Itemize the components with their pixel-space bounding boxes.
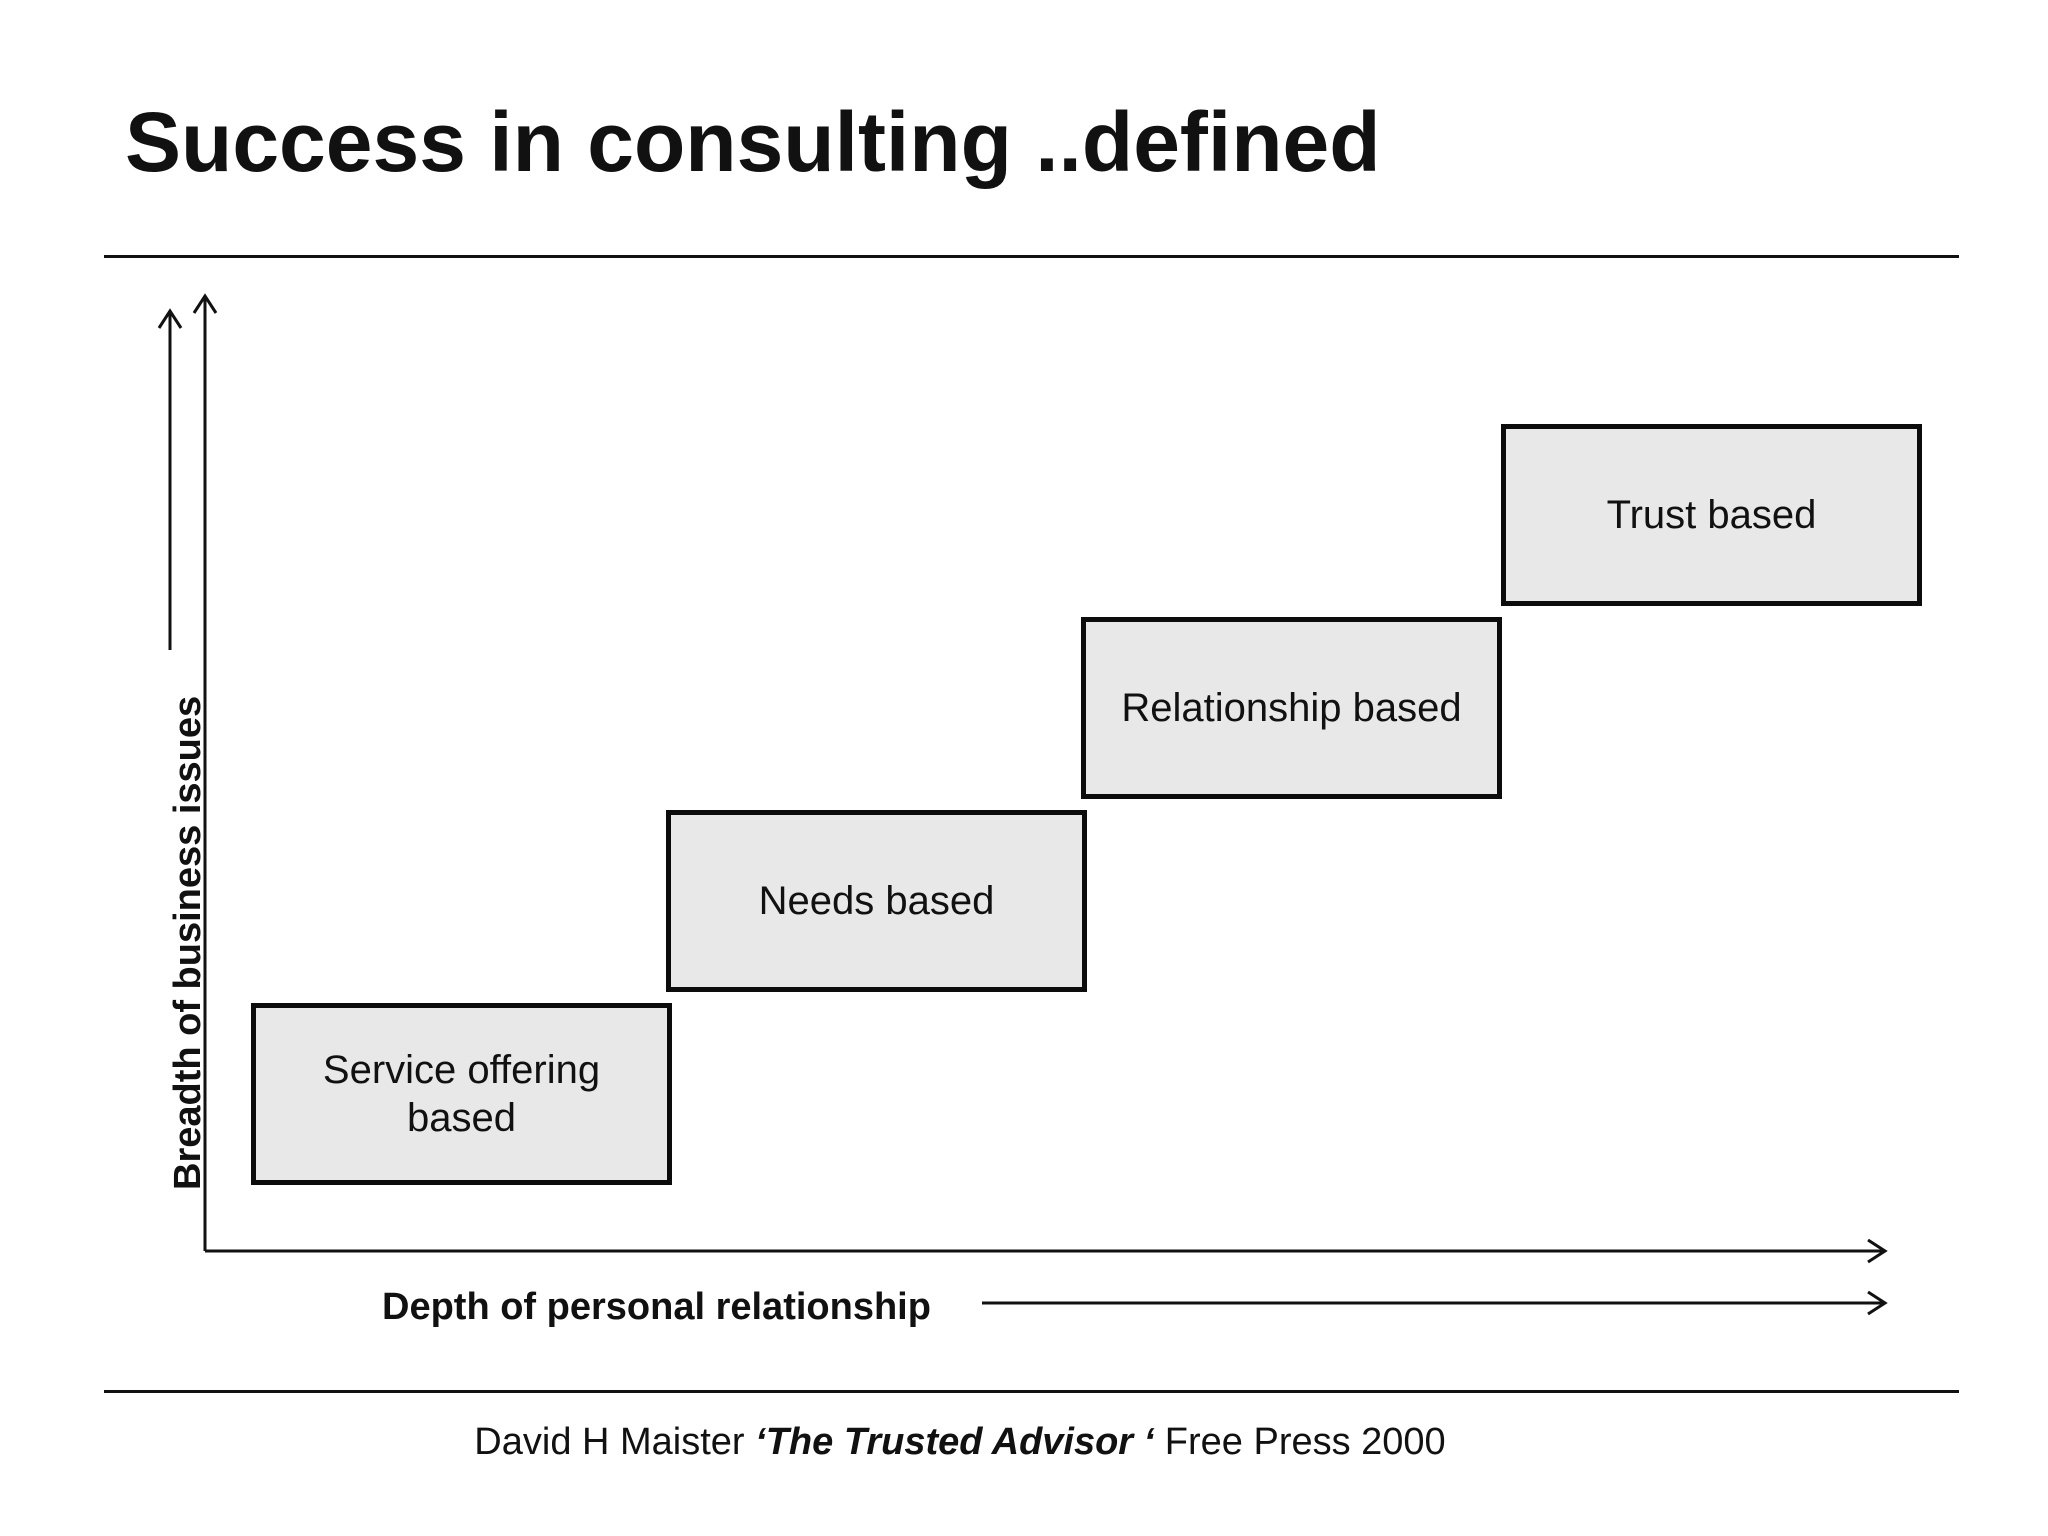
stage-box-needs: Needs based xyxy=(666,810,1087,992)
y-label-arrowhead xyxy=(157,308,183,329)
stage-label: Relationship based xyxy=(1121,686,1462,730)
stage-label: Needs based xyxy=(758,879,995,923)
stage-label-line2: based xyxy=(407,1096,516,1140)
citation-book-title: ‘The Trusted Advisor ‘ xyxy=(755,1421,1155,1463)
y-axis-label: Breadth of business issues xyxy=(167,695,209,1190)
stage-box-relationship: Relationship based xyxy=(1081,617,1502,799)
bottom-divider xyxy=(104,1390,1959,1393)
top-divider xyxy=(104,255,1959,258)
x-axis-label: Depth of personal relationship xyxy=(382,1286,931,1328)
stage-box-service-offering: Service offering based xyxy=(251,1003,672,1185)
y-axis-arrowhead xyxy=(192,293,218,314)
x-axis-arrowhead xyxy=(1867,1238,1888,1264)
citation-publisher: Free Press 2000 xyxy=(1154,1421,1446,1463)
citation-author: David H Maister xyxy=(474,1421,756,1463)
source-citation: David H Maister ‘The Trusted Advisor ‘ F… xyxy=(0,1421,1920,1464)
stage-box-trust: Trust based xyxy=(1501,424,1922,606)
stage-label: Trust based xyxy=(1606,493,1817,537)
x-label-arrowhead xyxy=(1867,1290,1888,1316)
stage-label-line1: Service offering xyxy=(322,1048,601,1092)
slide-title: Success in consulting ..defined xyxy=(125,95,1381,189)
